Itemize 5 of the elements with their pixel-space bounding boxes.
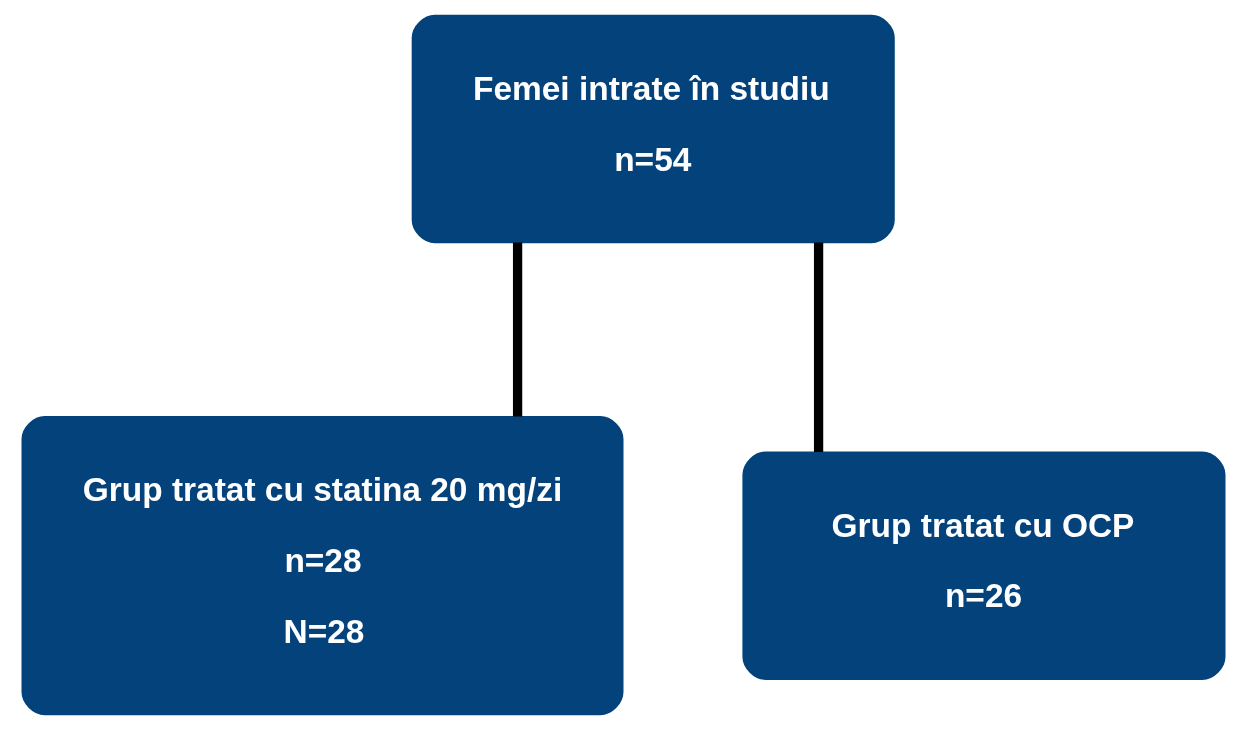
node-box: Grup tratat cu statina 20 mg/zi n=28 N=28 <box>21 416 624 716</box>
connector <box>813 242 824 452</box>
node-box: Grup tratat cu OCP n=26 <box>742 451 1226 680</box>
node-box: Femei intrate în studiu n=54 <box>411 14 895 244</box>
connector <box>512 242 523 417</box>
